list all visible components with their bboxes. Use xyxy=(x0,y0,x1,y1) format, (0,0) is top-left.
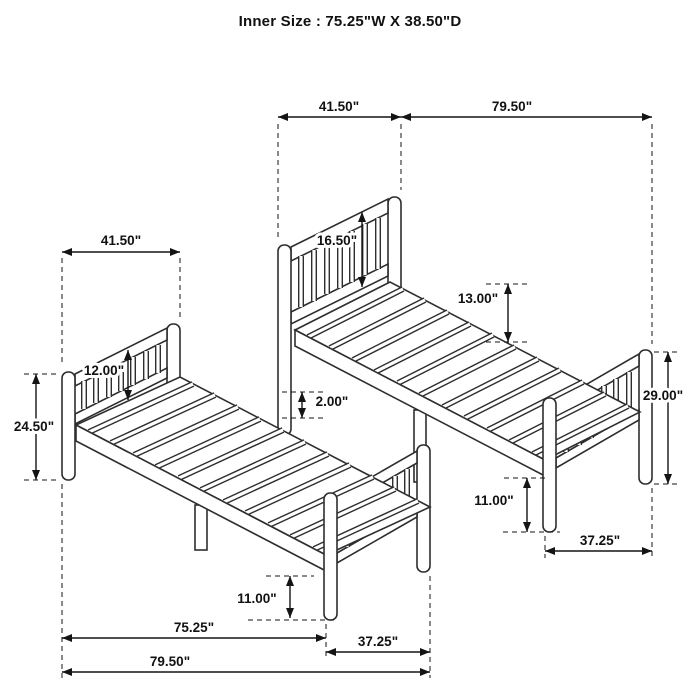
upper-headboard-front-post xyxy=(277,244,292,436)
dim-label-lower-overall-length: 79.50" xyxy=(150,654,190,669)
lower-headboard-front-post xyxy=(61,371,76,481)
dim-label-lower-foot-width: 37.25" xyxy=(358,634,398,649)
dim-label-lower-headboard-width: 41.50" xyxy=(101,233,141,248)
dim-label-upper-foot-width: 37.25" xyxy=(580,533,620,548)
upper-footboard-back-post xyxy=(638,349,653,485)
dim-label-upper-foot-height: 29.00" xyxy=(643,388,683,403)
lower-middle-leg xyxy=(194,504,208,551)
dimension-annotations: 41.50" 79.50" 16.50" 13.00" xyxy=(11,96,686,678)
dim-label-lower-leg-height: 11.00" xyxy=(237,591,276,606)
upper-footboard-front-post xyxy=(542,397,557,533)
dim-label-upper-headboard-width: 41.50" xyxy=(319,99,359,114)
dim-lower-foot-width: 37.25" xyxy=(326,576,431,678)
dim-label-upper-overall-length: 79.50" xyxy=(492,99,532,114)
dim-lower-inner-length: 75.25" xyxy=(61,484,327,678)
dim-lower-headboard-panel: 12.00" xyxy=(81,350,132,400)
dim-upper-leg-height: 11.00" xyxy=(471,477,560,533)
dim-label-upper-headboard-panel: 16.50" xyxy=(317,233,357,248)
dim-upper-headboard-panel: 16.50" xyxy=(314,212,366,287)
dim-upper-foot-width: 37.25" xyxy=(544,488,653,558)
dim-label-upper-leg-height: 11.00" xyxy=(474,493,513,508)
dim-lower-headboard-width: 41.50" xyxy=(61,230,181,364)
dim-label-slat-thickness: 2.00" xyxy=(316,394,349,409)
dim-upper-rail-to-deck: 13.00" xyxy=(455,283,530,343)
dim-slat-thickness: 2.00" xyxy=(282,391,351,419)
dim-upper-overall-length: 79.50" xyxy=(401,96,653,344)
upper-deck xyxy=(293,281,642,483)
dim-upper-foot-height: 29.00" xyxy=(640,351,686,485)
dim-lower-overall-length: 79.50" xyxy=(62,651,430,676)
dim-label-upper-rail-to-deck: 13.00" xyxy=(458,291,498,306)
dim-lower-leg-height: 11.00" xyxy=(234,575,334,621)
lower-bed-drawing xyxy=(61,323,432,621)
inner-size-title: Inner Size : 75.25"W X 38.50"D xyxy=(238,13,462,30)
dim-upper-headboard-width: 41.50" xyxy=(277,96,402,238)
dim-label-lower-inner-length: 75.25" xyxy=(174,620,214,635)
lower-footboard-front-post xyxy=(323,492,338,621)
dim-label-lower-head-height: 24.50" xyxy=(14,419,54,434)
dim-lower-head-height: 24.50" xyxy=(11,373,58,481)
dim-label-lower-headboard-panel: 12.00" xyxy=(84,363,124,378)
